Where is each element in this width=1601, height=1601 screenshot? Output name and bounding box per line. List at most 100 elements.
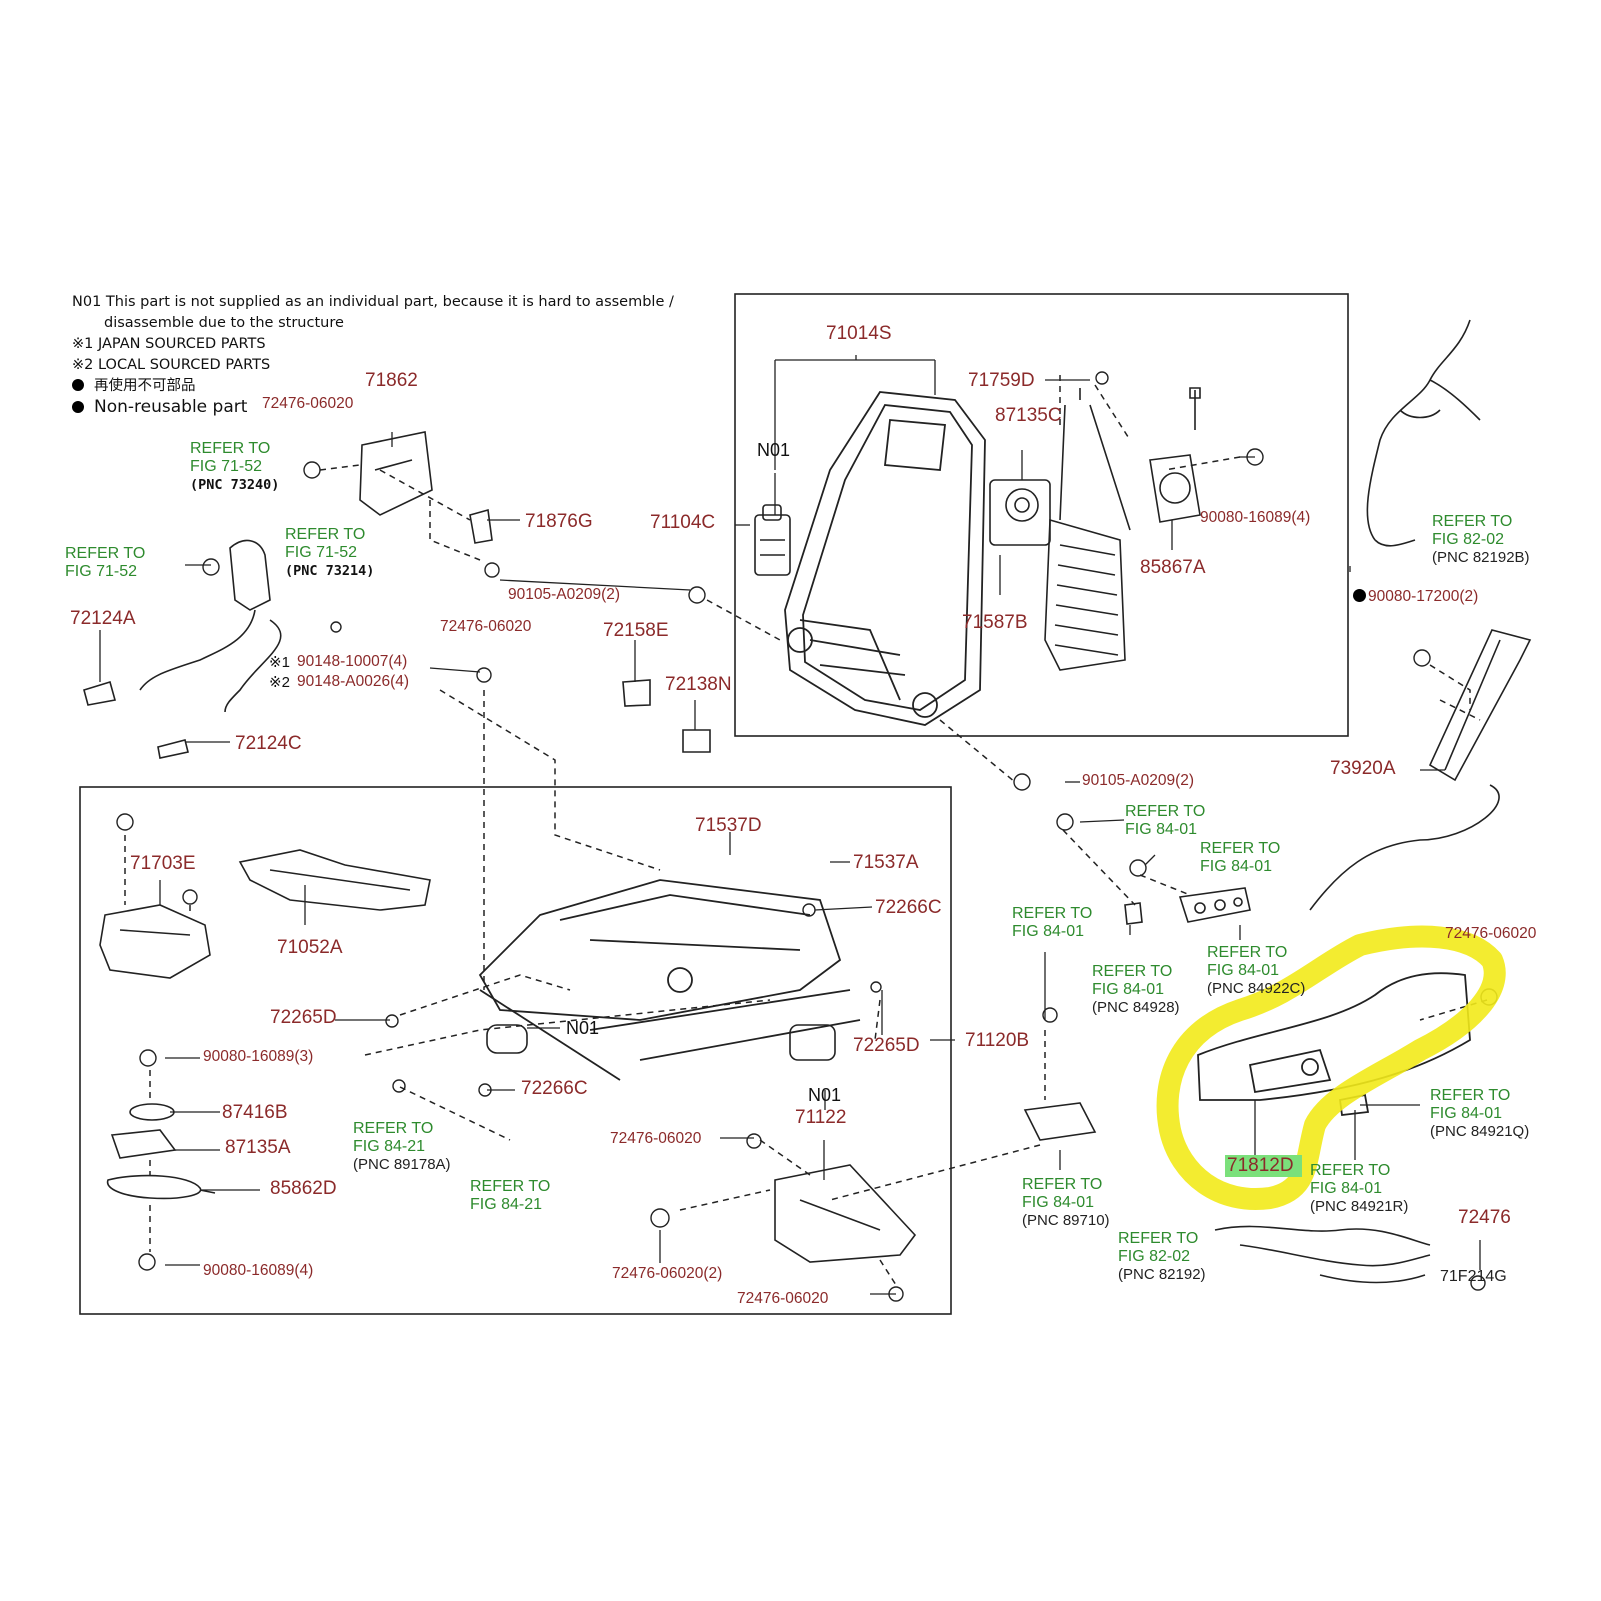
part-71104c: 71104C: [650, 512, 716, 533]
part-71122: 71122: [795, 1107, 847, 1128]
ref-line2: FIG 84-01: [1092, 981, 1165, 998]
seatback-frame-box: [734, 293, 1349, 737]
ref-fig-84-01-pnc-84922c: REFER TO FIG 84-01 (PNC 84922C): [1207, 944, 1305, 998]
note-nonreusable-en: Non-reusable part: [72, 397, 674, 418]
ref-line2: FIG 84-01: [1310, 1180, 1383, 1197]
part-90105-a0209-b: 90105-A0209(2): [1082, 772, 1195, 789]
pan-71703e-drawing: [99, 904, 211, 979]
part-72265d-a: 72265D: [270, 1007, 337, 1028]
part-71587b: 71587B: [962, 612, 1028, 633]
part-87135c: 87135C: [995, 405, 1062, 426]
ref-pnc: (PNC 73240): [190, 477, 280, 493]
ref-line2: FIG 82-02: [1118, 1248, 1191, 1265]
panel-71862-drawing: [359, 431, 433, 516]
leader-lines: [99, 355, 1481, 1295]
part-90080-17200-text: 90080-17200(2): [1368, 588, 1479, 605]
ref-line1: REFER TO: [470, 1178, 551, 1195]
part-87416b: 87416B: [222, 1102, 288, 1123]
part-72476-06020-d: 72476-06020: [737, 1290, 829, 1307]
module-87135c-drawing: [989, 479, 1051, 546]
ref-fig-71-52: REFER TO FIG 71-52: [65, 545, 145, 581]
ref-line1: REFER TO: [353, 1120, 434, 1137]
part-72265d-b: 72265D: [853, 1035, 920, 1056]
motor-drawing: [486, 1024, 836, 1061]
part-90105-a0209-a: 90105-A0209(2): [508, 586, 621, 603]
ref-line2: FIG 84-21: [353, 1138, 426, 1155]
ref-fig-84-01-pnc-84921r: REFER TO FIG 84-01 (PNC 84921R): [1310, 1162, 1408, 1216]
ref-line2: FIG 84-01: [1200, 858, 1273, 875]
label-n01-track: N01: [808, 1085, 842, 1105]
part-90080-16089-3: 90080-16089(3): [203, 1048, 314, 1065]
nonreusable-en-text: Non-reusable part: [94, 397, 248, 417]
ref-fig-84-21-pnc-89178a: REFER TO FIG 84-21 (PNC 89178A): [353, 1120, 451, 1174]
lumbar-support-drawing: [1044, 387, 1201, 671]
part-71759d: 71759D: [968, 370, 1035, 391]
highlight-marker: [1156, 925, 1506, 1210]
mark-japan: ※1: [269, 654, 290, 671]
part-71014s: 71014S: [826, 323, 892, 344]
part-73920a: 73920A: [1330, 758, 1396, 779]
ref-line1: REFER TO: [285, 526, 366, 543]
part-72158e: 72158E: [603, 620, 669, 641]
bullet-icon: [72, 401, 84, 413]
dashed-guides: [124, 375, 1488, 1286]
part-72476: 72476: [1458, 1207, 1511, 1228]
part-72476-06020-c: 72476-06020: [610, 1130, 702, 1147]
label-n01-frame: N01: [757, 440, 791, 460]
seat-cushion-box: [79, 786, 952, 1315]
part-72266c-b: 72266C: [521, 1078, 588, 1099]
ref-fig-71-52-pnc-73240: REFER TO FIG 71-52 (PNC 73240): [190, 440, 279, 494]
ref-pnc: (PNC 82192): [1118, 1266, 1206, 1283]
ref-line1: REFER TO: [1310, 1162, 1391, 1179]
ref-line1: REFER TO: [65, 545, 146, 562]
ref-line1: REFER TO: [1118, 1230, 1199, 1247]
notes-block: N01 This part is not supplied as an indi…: [72, 292, 674, 418]
label-n01-motor: N01: [566, 1018, 600, 1038]
lumbar-motor-drawing: [754, 504, 791, 576]
note-local-sourced: ※2 LOCAL SOURCED PARTS: [72, 357, 271, 373]
part-72476-06020-b: 72476-06020: [440, 618, 532, 635]
part-72124a: 72124A: [70, 608, 136, 629]
ref-line2: FIG 84-01: [1430, 1105, 1503, 1122]
bracket-72124a-drawing: [83, 680, 117, 706]
ref-fig-71-52-pnc-73214: REFER TO FIG 71-52 (PNC 73214): [285, 526, 374, 580]
connector-84928-drawing: [1124, 902, 1143, 925]
bracket-71122-drawing: [774, 1164, 917, 1263]
ref-line2: FIG 84-01: [1012, 923, 1085, 940]
part-72266c-a: 72266C: [875, 897, 942, 918]
nonreusable-jp-text: 再使用不可部品: [94, 378, 196, 394]
part-71120b: 71120B: [965, 1030, 1030, 1051]
part-85867a: 85867A: [1140, 557, 1206, 578]
part-71703e: 71703E: [130, 853, 196, 874]
ref-pnc: (PNC 84928): [1092, 999, 1180, 1016]
part-71052a: 71052A: [277, 937, 343, 958]
ref-fig-84-01-b: REFER TO FIG 84-01: [1200, 840, 1280, 876]
ref-line1: REFER TO: [190, 440, 271, 457]
side-airbag-drawing: [1309, 629, 1532, 911]
wire-harness-82192b-drawing: [1366, 319, 1481, 547]
note-nonreusable-jp: 再使用不可部品: [72, 376, 674, 397]
clip-71876g-drawing: [469, 508, 493, 544]
ref-line2: FIG 84-01: [1022, 1194, 1095, 1211]
ref-line1: REFER TO: [1125, 803, 1206, 820]
part-90148-10007: 90148-10007(4): [297, 653, 408, 670]
part-71862: 71862: [365, 370, 418, 391]
pan-71052a-drawing: [238, 849, 431, 911]
note-n01-line2: disassemble due to the structure: [104, 315, 344, 331]
part-72476-06020-a: 72476-06020: [262, 395, 354, 412]
ref-fig-84-01-a: REFER TO FIG 84-01: [1125, 803, 1205, 839]
ref-line1: REFER TO: [1022, 1176, 1103, 1193]
ref-pnc: (PNC 89178A): [353, 1156, 451, 1173]
ref-pnc: (PNC 84921R): [1310, 1198, 1409, 1215]
ref-line2: FIG 71-52: [65, 563, 138, 580]
ref-line1: REFER TO: [1432, 513, 1513, 530]
part-72476-06020-e: 72476-06020: [1445, 925, 1537, 942]
seat-cushion-frame-drawing: [478, 879, 861, 1081]
ref-line2: FIG 71-52: [285, 544, 358, 561]
part-72124c: 72124C: [235, 733, 302, 754]
part-90148-a0026: 90148-A0026(4): [297, 673, 410, 690]
ref-pnc: (PNC 73214): [285, 563, 375, 579]
ref-line1: REFER TO: [1092, 963, 1173, 980]
ref-fig-82-02-pnc-82192b: REFER TO FIG 82-02 (PNC 82192B): [1432, 513, 1530, 567]
part-71812d: 71812D: [1225, 1155, 1302, 1177]
